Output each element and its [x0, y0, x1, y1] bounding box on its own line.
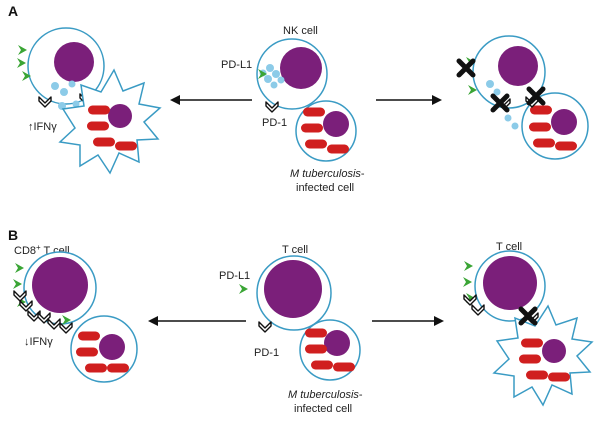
- b-right-bacillus: [526, 370, 548, 380]
- b-right-infected-nucleus: [542, 339, 566, 363]
- b-center-pd-l1-marker: [239, 284, 248, 294]
- b-center-infected-label-line1: M tuberculosis-: [288, 389, 363, 401]
- a-right-block-marker: [459, 61, 473, 75]
- b-left-infected-nucleus: [99, 334, 125, 360]
- b-right-bacillus: [521, 338, 543, 348]
- b-center-bacillus: [305, 344, 327, 354]
- a-center-nk-nucleus: [280, 47, 322, 89]
- b-left-pd-l1-marker: [15, 263, 24, 273]
- b-center-bacillus: [311, 360, 333, 370]
- a-left-pd-l1-marker: [18, 45, 27, 55]
- b-left-ifn-label: ↓IFNγ: [24, 336, 53, 348]
- a-right-bacillus: [529, 122, 551, 132]
- a-left-bacillus: [115, 141, 137, 151]
- b-left-infected-cell: [70, 315, 138, 383]
- a-center-bacillus: [303, 107, 325, 117]
- b-right-t-cell-nucleus: [483, 256, 537, 310]
- a-center-pd-1-label: PD-1: [262, 117, 287, 129]
- b-right-pd-l1-marker: [463, 277, 472, 287]
- b-center-pd-1-label: PD-1: [254, 347, 279, 359]
- b-left-bacillus: [76, 347, 98, 357]
- a-center-cell-label: NK cell: [283, 25, 318, 37]
- b-left-bacillus: [85, 363, 107, 373]
- b-right-bacillus: [519, 354, 541, 364]
- b-center-bacillus: [333, 362, 355, 372]
- b-left-bacillus: [78, 331, 100, 341]
- a-left-bacillus: [87, 121, 109, 131]
- b-center-infected-nucleus: [324, 330, 350, 356]
- a-center-nk-cell: [256, 38, 328, 113]
- a-right-infected-nucleus: [551, 109, 577, 135]
- b-center-t-cell-nucleus: [264, 260, 322, 318]
- b-right-t-cell: [463, 250, 546, 322]
- a-center-pd-l1-label: PD-L1: [221, 59, 252, 71]
- a-left-bacillus: [93, 137, 115, 147]
- a-center-bacillus: [301, 123, 323, 133]
- a-left-nk-cell: [17, 27, 105, 108]
- panel-b-letter: B: [8, 227, 18, 243]
- a-center-bacillus: [327, 144, 349, 154]
- a-center-infected-label-line1: M tuberculosis-: [290, 168, 365, 180]
- a-center-bacillus: [305, 139, 327, 149]
- b-left-cd8-t-cell: [13, 251, 97, 325]
- b-right-lysing-infected-cell: [492, 304, 594, 407]
- a-right-bacillus: [555, 141, 577, 151]
- b-center-cell-label: T cell: [282, 244, 308, 256]
- b-left-bacillus: [107, 363, 129, 373]
- a-left-lysing-infected-cell: [58, 68, 162, 175]
- a-right-bacillus: [533, 138, 555, 148]
- a-right-granules: [486, 80, 519, 130]
- b-center-pd-1-marker: [258, 321, 272, 333]
- panel-a-letter: A: [8, 3, 18, 19]
- a-center-infected-nucleus: [323, 111, 349, 137]
- b-right-cell-label: T cell: [496, 241, 522, 253]
- b-center-infected-cell: [299, 319, 361, 381]
- b-center-bacillus: [305, 328, 327, 338]
- a-left-ifn-label: ↑IFNγ: [28, 121, 57, 133]
- a-left-infected-nucleus: [108, 104, 132, 128]
- b-left-pd-l1-marker: [13, 279, 22, 289]
- a-left-nk-nucleus: [54, 42, 94, 82]
- b-center-t-cell: [239, 255, 332, 333]
- a-right-bacillus: [530, 105, 552, 115]
- a-right-nk-nucleus: [498, 46, 538, 86]
- a-left-bacillus: [88, 105, 110, 115]
- b-right-pd-l1-marker: [464, 261, 473, 271]
- a-left-pd-l1-marker: [17, 58, 26, 68]
- b-right-bacillus: [548, 372, 570, 382]
- a-center-infected-label-line2: infected cell: [296, 182, 354, 194]
- b-center-pd-l1-label: PD-L1: [219, 270, 250, 282]
- b-center-infected-label-line2: infected cell: [294, 403, 352, 415]
- a-center-infected-cell: [295, 100, 357, 162]
- a-right-infected-cell: [521, 92, 589, 160]
- b-left-cd8-nucleus: [32, 257, 88, 313]
